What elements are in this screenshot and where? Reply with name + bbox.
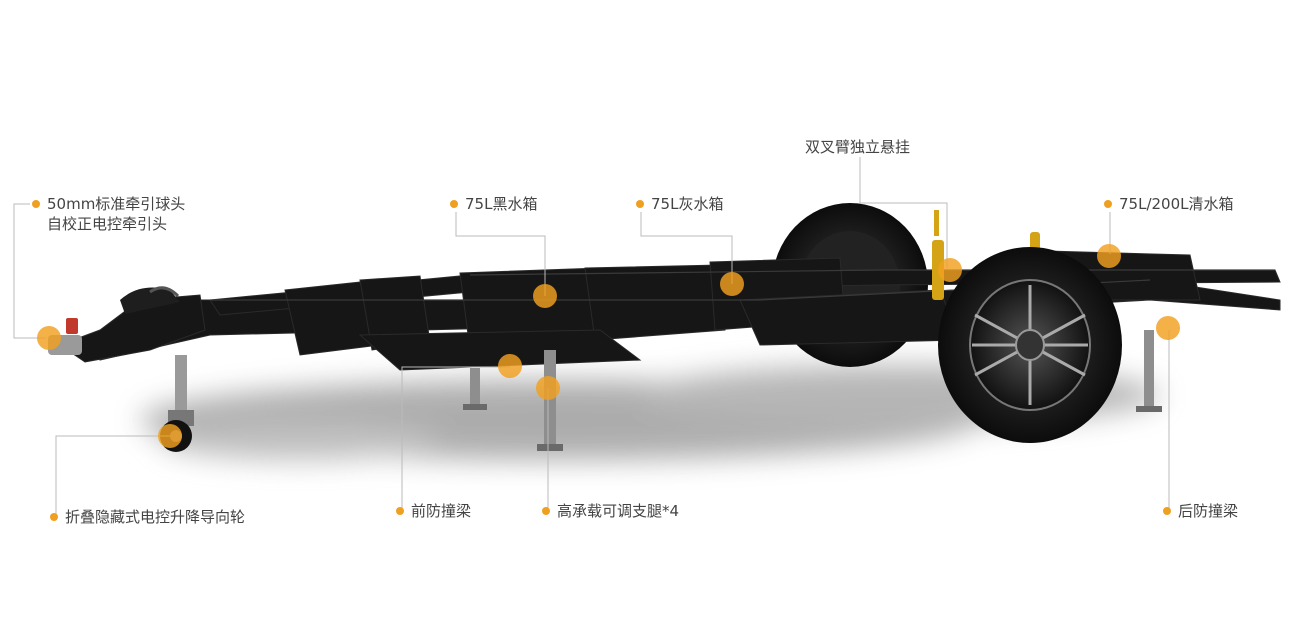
hotspot-grey-water-tank[interactable] [720,272,744,296]
label-front-bumper-beam: 前防撞梁 [396,501,471,521]
label-jockey-wheel: 折叠隐藏式电控升降导向轮 [50,507,245,527]
hotspot-black-water-tank[interactable] [533,284,557,308]
hotspot-front-bumper-beam[interactable] [498,354,522,378]
label-text-line2: 自校正电控牵引头 [47,215,168,233]
hotspot-tow-hitch[interactable] [37,326,61,350]
tow-hitch-assembly [48,286,180,355]
hotspot-jockey-wheel[interactable] [158,424,182,448]
hotspot-stabilizer-legs[interactable] [536,376,560,400]
label-text: 折叠隐藏式电控升降导向轮 [65,508,246,526]
label-stabilizer-legs: 高承载可调支腿*4 [542,501,679,521]
hotspot-fresh-water-tank[interactable] [1097,244,1121,268]
label-grey-water-tank: 75L灰水箱 [636,194,723,214]
bullet-icon [542,507,550,515]
hotspot-suspension[interactable] [938,258,962,282]
label-text: 双叉臂独立悬挂 [805,138,911,156]
hotspot-rear-bumper-beam[interactable] [1156,316,1180,340]
label-fresh-water-tank: 75L/200L清水箱 [1104,194,1234,214]
bullet-icon [1104,200,1112,208]
bullet-icon [450,200,458,208]
label-text: 前防撞梁 [411,502,472,520]
bullet-icon [32,200,40,208]
label-text: 75L/200L清水箱 [1119,195,1234,213]
label-rear-bumper-beam: 后防撞梁 [1163,501,1238,521]
bullet-icon [636,200,644,208]
label-text: 50mm标准牵引球头 [47,195,186,213]
label-suspension: 双叉臂独立悬挂 [805,137,910,157]
near-wheel [938,247,1122,443]
bullet-icon [396,507,404,515]
label-black-water-tank: 75L黑水箱 [450,194,537,214]
label-text: 高承载可调支腿*4 [557,502,680,520]
label-text: 后防撞梁 [1178,502,1239,520]
label-tow-hitch: 50mm标准牵引球头 自校正电控牵引头 [32,194,185,234]
leader-lines [13,157,1170,517]
label-text: 75L黑水箱 [465,195,538,213]
bullet-icon [1163,507,1171,515]
label-text: 75L灰水箱 [651,195,724,213]
bullet-icon [50,513,58,521]
